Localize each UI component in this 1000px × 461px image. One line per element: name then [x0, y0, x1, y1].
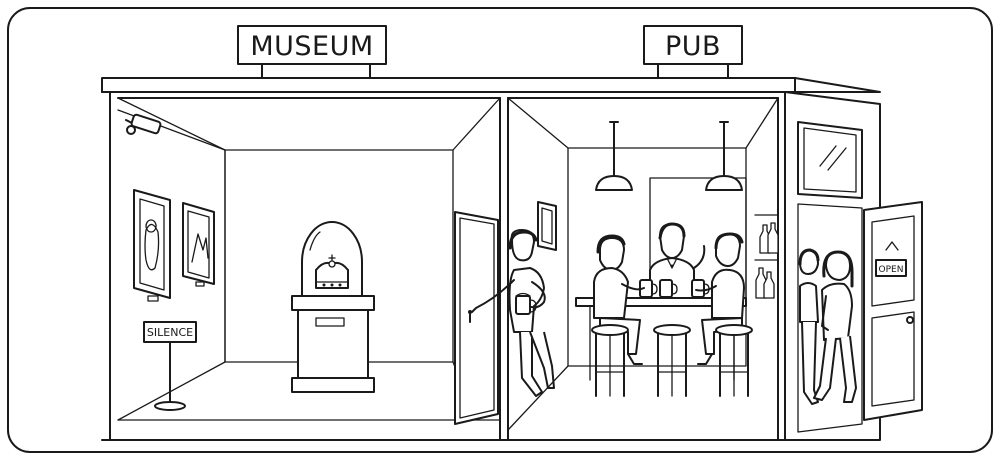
security-camera-icon	[125, 113, 162, 135]
museum-sign: MUSEUM	[237, 25, 387, 79]
outer-frame	[7, 7, 993, 453]
pub-sign-text: PUB	[665, 31, 721, 62]
bar-stool-1	[591, 324, 629, 397]
pub-sign: PUB	[643, 25, 743, 79]
silence-sign-text: SILENCE	[147, 326, 193, 339]
painting-2	[182, 202, 215, 287]
pendant-lamp-right-icon	[705, 121, 743, 191]
bartender	[649, 222, 706, 299]
silence-sign: SILENCE	[143, 321, 197, 411]
person-entering-back	[798, 248, 820, 405]
open-sign-text: OPEN	[879, 265, 904, 275]
person-entering-front	[813, 250, 857, 403]
side-window	[797, 121, 863, 199]
open-sign	[875, 259, 907, 277]
crown-exhibit	[291, 221, 375, 393]
entrance-doorway	[797, 203, 863, 433]
bar-stool-3	[715, 324, 753, 397]
entrance-door: OPEN	[863, 201, 923, 421]
person-walking-with-beer	[471, 229, 555, 397]
building-shell	[101, 77, 881, 441]
painting-1	[133, 189, 171, 302]
museum-sign-text: MUSEUM	[250, 31, 373, 62]
bar-stool-2	[653, 324, 691, 397]
pendant-lamp-left-icon	[595, 121, 633, 191]
connecting-door	[454, 211, 499, 425]
